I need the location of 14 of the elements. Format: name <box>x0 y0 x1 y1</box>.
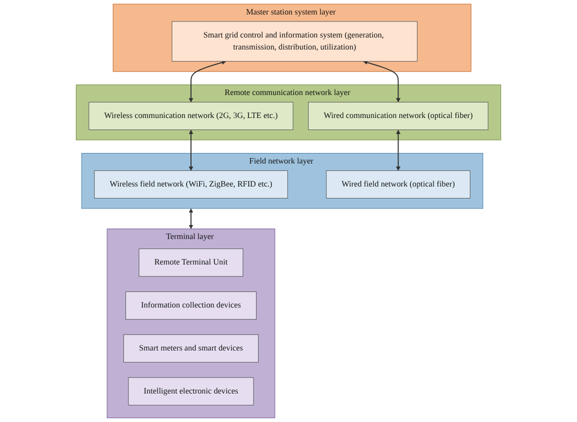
arrow <box>363 60 400 102</box>
node-box: Smart grid control and information system (generation, transmission, distribution, utilization) <box>172 21 418 62</box>
node-box: Wired communication network (optical fiber) <box>308 102 488 130</box>
arrow <box>188 130 194 171</box>
arrow <box>396 130 400 171</box>
arrow <box>188 208 194 230</box>
node-box: Wired field network (optical fiber) <box>326 170 470 198</box>
node-box: Information collection devices <box>125 291 257 320</box>
arrow <box>188 60 226 102</box>
node-box: Remote Terminal Unit <box>138 248 244 277</box>
node-box: Wireless communication network (2G, 3G, LTE etc.) <box>88 102 294 130</box>
node-box: Smart meters and smart devices <box>123 334 259 362</box>
node-box: Intelligent electronic devices <box>128 377 254 406</box>
node-box: Wireless field network (WiFi, ZigBee, RFID etc.) <box>94 170 288 198</box>
